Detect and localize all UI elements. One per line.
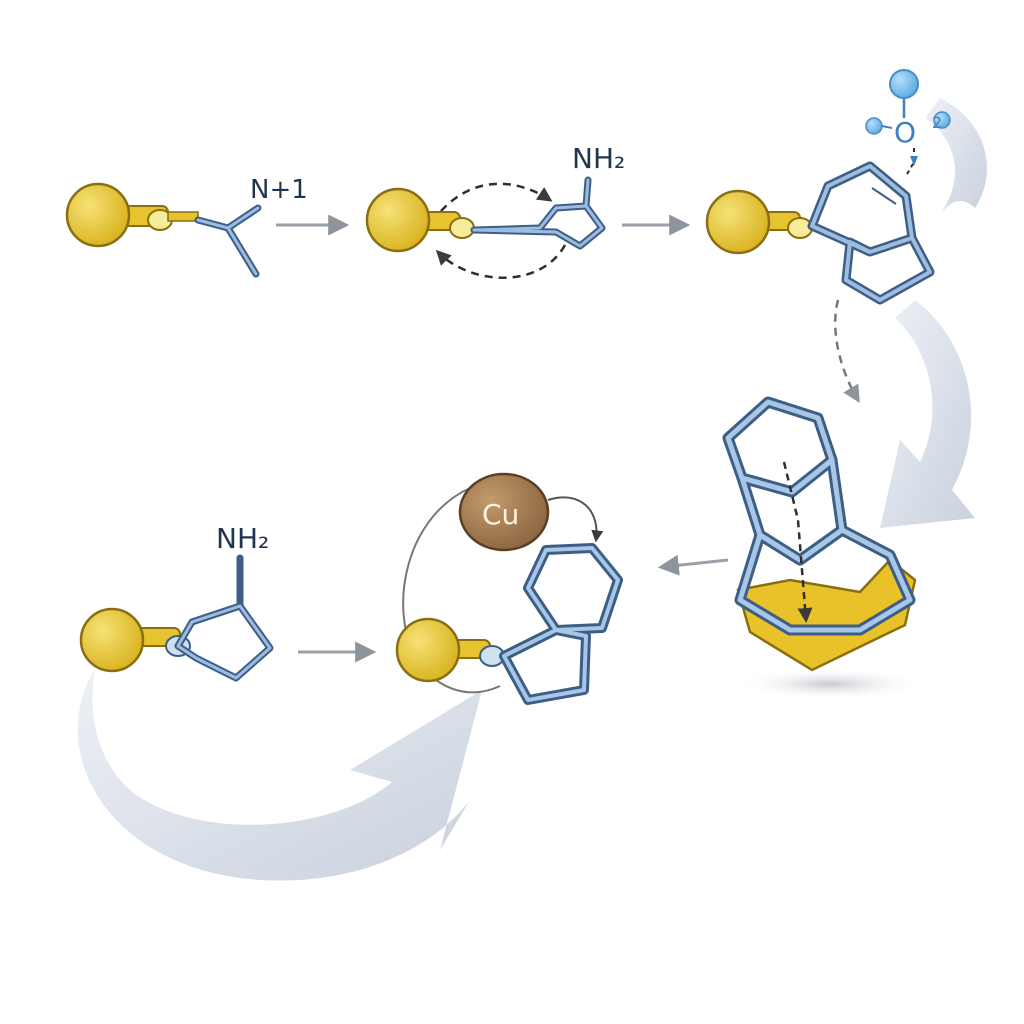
metal-label: Cu — [482, 498, 519, 531]
sulfur-atom-icon — [365, 187, 431, 253]
sulfur-atom-icon — [395, 617, 461, 683]
group-label-nh2-top: NH₂ — [572, 142, 625, 175]
reaction-arrow-icon — [834, 299, 860, 404]
oxygen-atom-icon — [933, 111, 951, 129]
molecule-step-5: NH₂ — [79, 522, 274, 682]
ring-icon — [499, 543, 623, 705]
flow-arrow-bottom-left — [77, 668, 482, 881]
molecule-step-2: NH₂ — [365, 142, 625, 279]
group-label-n-plus-1: N+1 — [250, 175, 308, 205]
group-label-nh2-bottom: NH₂ — [216, 522, 269, 555]
gold-band-icon — [736, 558, 917, 672]
copper-atom-icon — [458, 472, 550, 552]
molecule-step-6: Cu — [395, 472, 623, 705]
molecule-step-3: O 2 — [705, 69, 951, 305]
reaction-arrow-icon — [657, 554, 729, 576]
ring-icon — [470, 176, 606, 250]
flow-arrow-right — [880, 300, 975, 528]
sulfur-atom-icon — [79, 607, 145, 673]
oxygen-atom-icon — [889, 69, 919, 99]
oxygen-charge-label: 2 — [932, 113, 942, 132]
oxygen-atom-icon — [865, 117, 883, 135]
sulfur-atom-icon — [705, 189, 771, 255]
sulfur-atom-icon — [65, 182, 131, 248]
oxygen-label: O — [894, 116, 916, 149]
molecule-step-1: N+1 — [65, 175, 308, 278]
molecule-step-4 — [722, 396, 925, 700]
